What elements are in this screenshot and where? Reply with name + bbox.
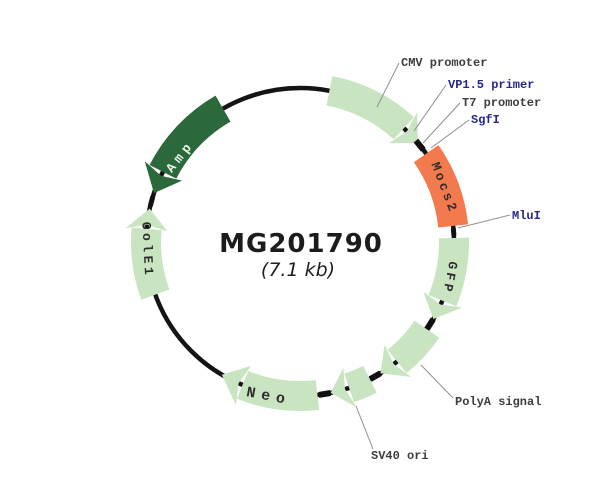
label-polya-signal: PolyA signal [455, 395, 541, 409]
feature-gfp-arrowhead [423, 291, 463, 319]
label-sgfi: SgfI [471, 113, 500, 127]
label-cmv-promoter: CMV promoter [401, 56, 487, 70]
feature-cole1-band [131, 227, 170, 300]
tick-junction-cmv-mocs2 [413, 138, 426, 152]
leader-t7-promoter [422, 102, 461, 144]
feature-amp-band [149, 95, 231, 179]
feature-cole1-label: ColE1 [138, 221, 156, 278]
feature-mocs2-band [413, 145, 469, 228]
leader-sgfi [430, 119, 470, 149]
feature-polya-signal-band [387, 320, 440, 374]
tick-site-mlui [450, 228, 457, 236]
tick-junction-cole1-amp [147, 196, 156, 207]
label-mlui: MluI [512, 209, 541, 223]
feature-sv40-ori-arrowhead [330, 367, 357, 408]
feature-gfp-band [428, 237, 469, 307]
feature-cole1-arrowhead [125, 208, 168, 232]
feature-polya-signal-arrowhead [380, 344, 412, 378]
label-sv40-ori: SV40 ori [371, 449, 429, 463]
leader-sv40-ori [355, 405, 374, 450]
tick-junction-polya-sv40 [368, 370, 382, 382]
tick-junction-gfp-polya [424, 317, 436, 331]
feature-amp-arrowhead [144, 161, 183, 194]
leader-cmv-promoter [376, 62, 400, 108]
feature-neo-arrowhead [221, 365, 252, 405]
leader-mlui [457, 214, 511, 229]
feature-sv40-ori-band [344, 365, 377, 403]
label-vp15-primer: VP1.5 primer [448, 78, 534, 92]
feature-gfp-label: GFP [439, 260, 460, 296]
leader-polya-signal [420, 364, 454, 399]
feature-cmv-promoter-arrowhead [388, 111, 418, 144]
feature-neo-band [236, 370, 320, 411]
feature-cmv-promoter-band [326, 76, 414, 140]
leader-vp15-primer [413, 84, 447, 132]
tick-junction-sv40-neo [318, 390, 331, 398]
label-t7-promoter: T7 promoter [462, 96, 541, 110]
